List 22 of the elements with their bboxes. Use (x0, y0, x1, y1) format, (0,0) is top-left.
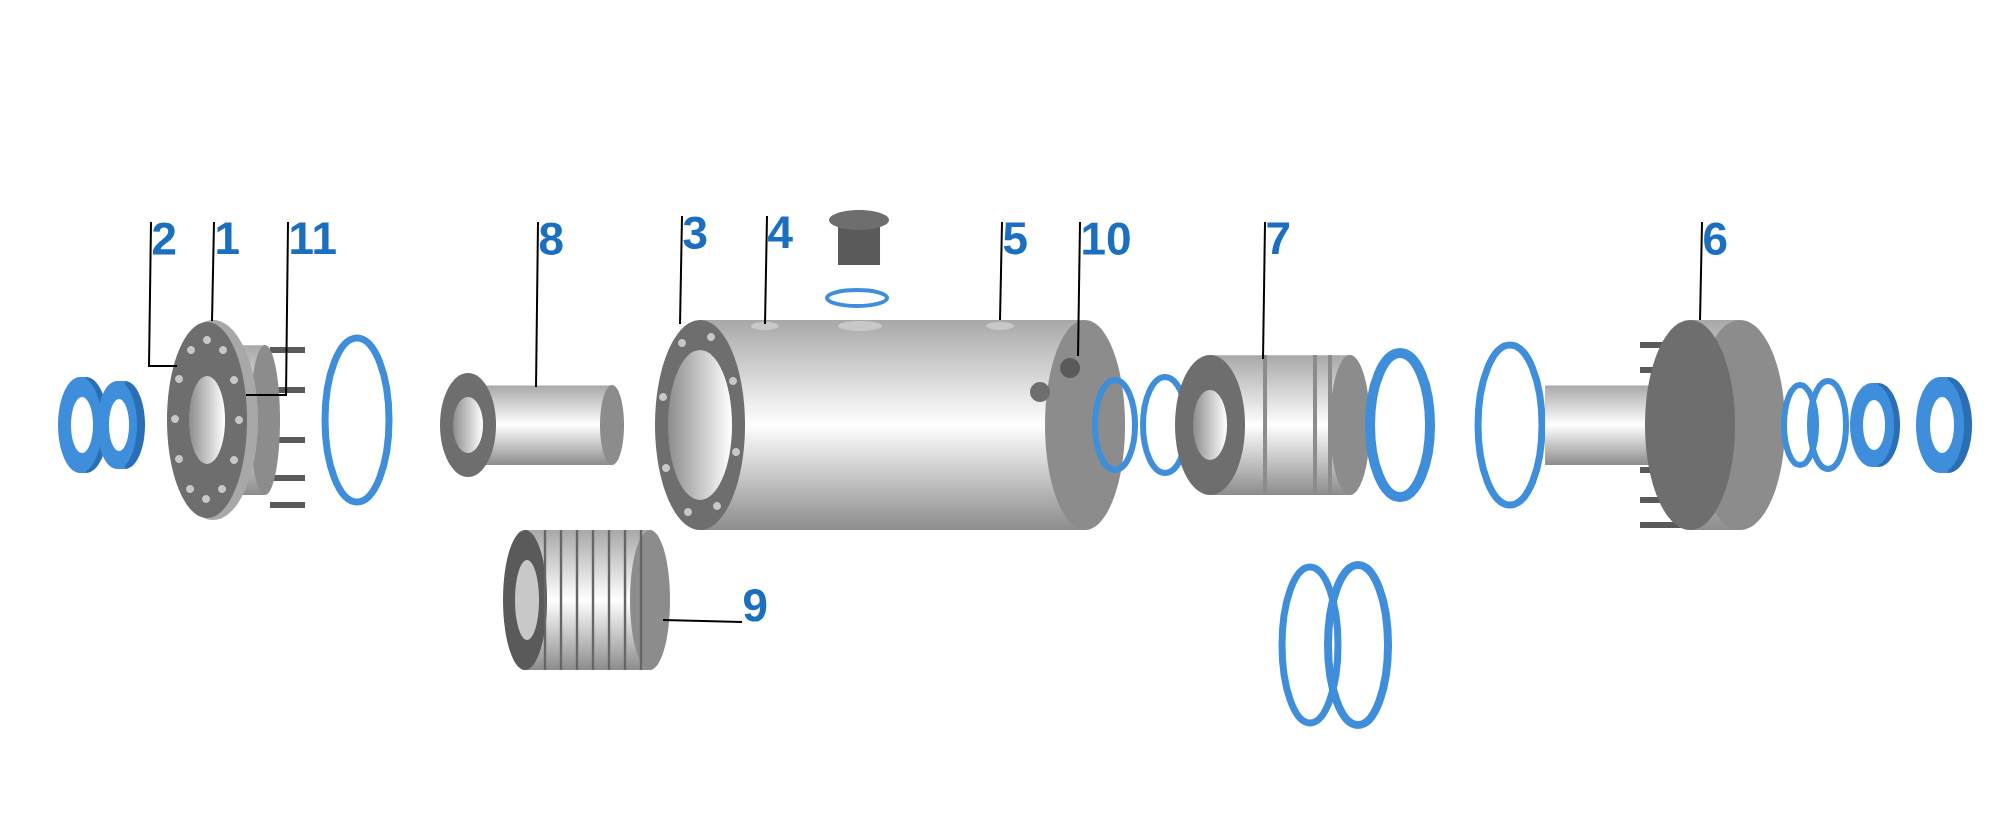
leader-line (148, 221, 178, 367)
leader-line (1262, 221, 1266, 360)
callout-number: 8 (539, 222, 563, 255)
callout-number: 2 (153, 222, 176, 255)
callout-number: 5 (1003, 222, 1027, 255)
leader-line (1077, 221, 1081, 357)
callout-number: 10 (1083, 222, 1130, 255)
leader-line (999, 221, 1003, 321)
callout-number: 4 (768, 216, 793, 249)
callout-number: 6 (1704, 222, 1727, 255)
leader-line (679, 215, 683, 325)
callout-number: 7 (1267, 222, 1289, 255)
leader-line (211, 221, 215, 322)
leader-line (1699, 221, 1703, 321)
callout-number: 3 (683, 216, 707, 250)
leader-line (662, 619, 743, 623)
leader-line (535, 221, 539, 388)
leader-line (245, 221, 289, 396)
callout-number: 9 (744, 589, 767, 622)
callout-number: 1 (217, 222, 239, 255)
leader-line (764, 215, 768, 325)
callout-number: 11 (291, 222, 336, 255)
